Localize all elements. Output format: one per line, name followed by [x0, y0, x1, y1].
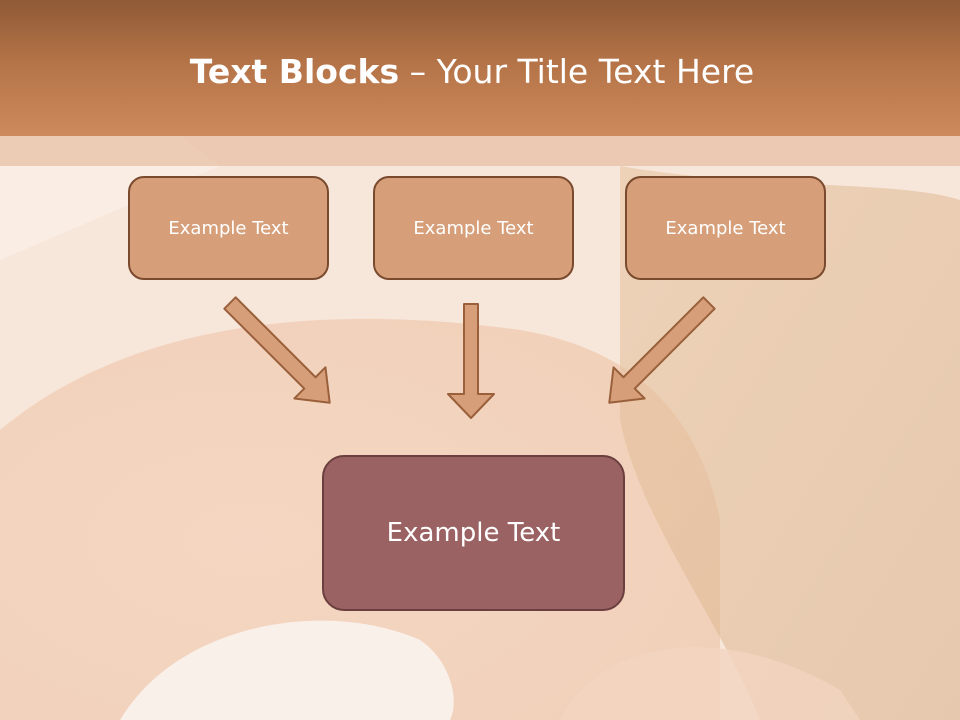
source-box-2[interactable]: Example Text	[373, 176, 574, 280]
source-box-1-label: Example Text	[168, 217, 289, 239]
title-rest: Your Title Text Here	[436, 52, 755, 91]
source-box-3-label: Example Text	[665, 217, 786, 239]
title-bold: Text Blocks	[189, 52, 400, 91]
title-bar	[0, 0, 960, 136]
source-box-2-label: Example Text	[413, 217, 534, 239]
target-box-label: Example Text	[386, 518, 561, 548]
slide-title[interactable]: Text Blocks – Your Title Text Here	[0, 52, 944, 91]
title-bar-strip	[0, 136, 960, 166]
title-separator: –	[399, 52, 437, 91]
target-box[interactable]: Example Text	[322, 455, 625, 611]
source-box-3[interactable]: Example Text	[625, 176, 826, 280]
source-box-1[interactable]: Example Text	[128, 176, 329, 280]
